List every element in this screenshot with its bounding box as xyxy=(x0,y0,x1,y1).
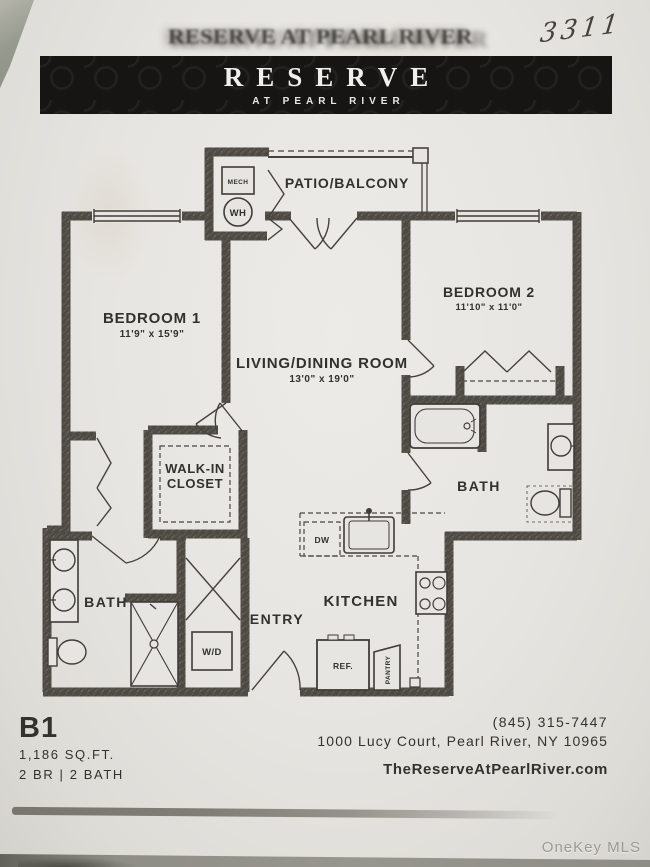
label-bedroom2-dims: 11'10" x 11'0" xyxy=(455,302,522,313)
fixtures xyxy=(47,166,576,691)
mech-box xyxy=(221,166,255,195)
left-bath-toilet xyxy=(47,637,87,667)
label-wd: W/D xyxy=(202,647,222,658)
contact-info: (845) 315-7447 1000 Lucy Court, Pearl Ri… xyxy=(317,714,608,778)
marble-smudge xyxy=(18,857,138,867)
label-bath-left: BATH xyxy=(84,594,128,610)
shower xyxy=(130,601,179,687)
unit-sqft: 1,186 SQ.FT. xyxy=(19,747,115,762)
label-bedroom1: BEDROOM 1 xyxy=(103,310,201,327)
patio-railing xyxy=(268,147,429,214)
label-bath-right: BATH xyxy=(457,478,501,494)
stove xyxy=(415,571,448,615)
label-pantry: PANTRY xyxy=(385,656,392,685)
label-living: LIVING/DINING ROOM xyxy=(236,355,408,372)
unit-info: B1 1,186 SQ.FT. 2 BR | 2 BATH xyxy=(19,712,124,783)
label-entry: ENTRY xyxy=(250,611,304,627)
mls-watermark: OneKey MLS xyxy=(541,839,641,856)
pantry-cabinet xyxy=(373,643,401,691)
property-subtitle: AT PEARL RIVER xyxy=(252,95,405,107)
right-bath-toilet xyxy=(530,488,572,518)
label-bedroom2: BEDROOM 2 xyxy=(443,284,535,300)
bathtub xyxy=(409,403,481,449)
label-wh: WH xyxy=(230,208,247,219)
windows xyxy=(92,209,541,223)
right-bath-vanity xyxy=(547,423,576,471)
label-ref: REF. xyxy=(333,661,353,671)
label-living-dims: 13'0" x 19'0" xyxy=(289,374,354,385)
label-patio: PATIO/BALCONY xyxy=(285,175,409,191)
label-walkin-2: CLOSET xyxy=(167,476,223,491)
label-mech: MECH xyxy=(228,179,249,186)
website-url: TheReserveAtPearlRiver.com xyxy=(383,761,608,778)
left-bath-vanity xyxy=(49,539,79,623)
water-heater xyxy=(223,197,253,227)
label-bedroom1-dims: 11'9" x 15'9" xyxy=(120,329,185,340)
washer-dryer-box xyxy=(191,631,233,671)
phone-number: (845) 315-7447 xyxy=(492,714,608,730)
label-walkin-1: WALK-IN xyxy=(165,461,225,476)
street-address: 1000 Lucy Court, Pearl River, NY 10965 xyxy=(317,733,608,749)
dashed-lines xyxy=(159,380,574,688)
refrigerator xyxy=(316,634,370,691)
label-kitchen: KITCHEN xyxy=(323,593,398,610)
unit-name: B1 xyxy=(19,712,59,744)
label-dw: DW xyxy=(315,535,331,545)
kitchen-sink xyxy=(343,508,395,554)
room-labels: PATIO/BALCONY BEDROOM 1 11'9" x 15'9" BE… xyxy=(84,175,535,685)
property-banner: RESERVE AT PEARL RIVER xyxy=(40,56,612,114)
bath-floor-box xyxy=(409,677,421,688)
walls xyxy=(42,147,582,697)
doors xyxy=(91,169,552,691)
property-title: RESERVE xyxy=(223,61,442,92)
unit-config: 2 BR | 2 BATH xyxy=(19,767,124,782)
